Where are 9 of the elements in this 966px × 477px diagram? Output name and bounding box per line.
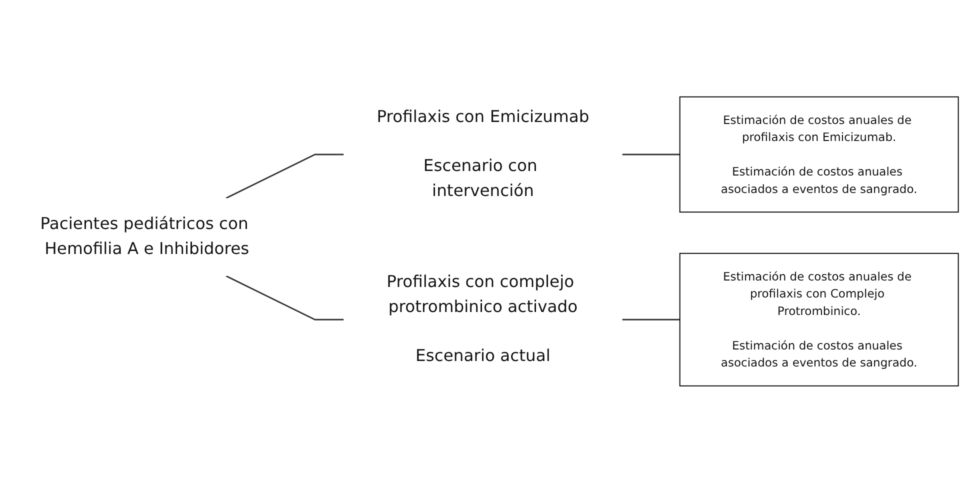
node-box: Estimación de costos anuales de profilaxis con Complejo Protrombinico. Estimación de costos anuales asociados a eventos de sangrado. (679, 252, 959, 386)
connector (622, 154, 680, 156)
connector (622, 318, 680, 320)
connector (226, 154, 344, 199)
connector (226, 275, 344, 320)
node-text: Profilaxis con complejo protrombinico activado Escenario actual (386, 272, 578, 366)
node-box: Estimación de costos anuales de profilaxis con Emicizumab. Estimación de costos anuales asociados a eventos de sangrado. (679, 96, 959, 213)
node-text: Profilaxis con Emicizumab Escenario con intervención (376, 107, 590, 200)
node-text: Pacientes pediátricos con Hemofilia A e Inhibidores (40, 214, 250, 258)
